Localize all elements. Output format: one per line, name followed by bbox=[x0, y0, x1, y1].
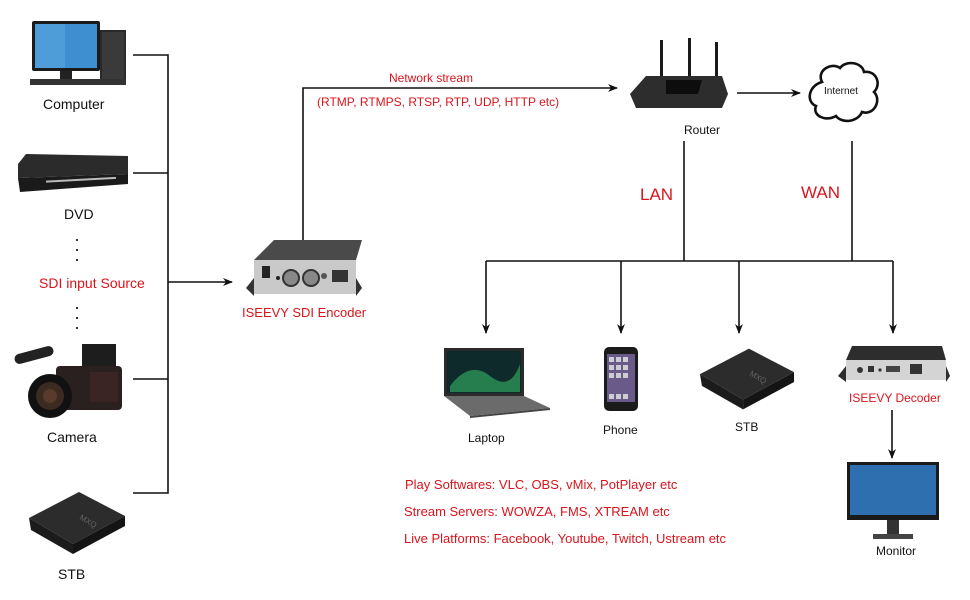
laptop-label: Laptop bbox=[468, 431, 505, 445]
client-stb-label: STB bbox=[735, 420, 759, 434]
phone-label: Phone bbox=[603, 423, 638, 437]
router-icon bbox=[630, 38, 728, 108]
source-bus bbox=[133, 54, 169, 494]
decoder-label: ISEEVY Decoder bbox=[849, 391, 941, 405]
router-label: Router bbox=[684, 123, 721, 137]
computer-label: Computer bbox=[43, 96, 105, 112]
internet-cloud-icon bbox=[808, 61, 879, 123]
encoder-label: ISEEVY SDI Encoder bbox=[242, 305, 367, 320]
client-set-top-box-icon: MXQ bbox=[699, 348, 795, 410]
camera-icon bbox=[14, 344, 122, 418]
network-stream-label: Network stream bbox=[389, 71, 474, 85]
phone-icon bbox=[604, 347, 638, 411]
more-sources-ellipsis-top: ··· bbox=[74, 229, 80, 269]
camera-label: Camera bbox=[47, 429, 97, 445]
lan-label: LAN bbox=[640, 185, 674, 204]
sdi-input-source-label: SDI input Source bbox=[39, 275, 145, 291]
note-play-softwares: Play Softwares: VLC, OBS, vMix, PotPlaye… bbox=[405, 477, 678, 492]
monitor-icon bbox=[847, 462, 939, 539]
dvd-label: DVD bbox=[64, 206, 94, 222]
dvd-player-icon bbox=[18, 154, 128, 192]
set-top-box-icon: MXQ bbox=[29, 492, 125, 554]
computer-icon bbox=[30, 21, 126, 85]
internet-label: Internet bbox=[824, 86, 858, 97]
note-stream-servers: Stream Servers: WOWZA, FMS, XTREAM etc bbox=[404, 504, 670, 519]
protocols-label: (RTMP, RTMPS, RTSP, RTP, UDP, HTTP etc) bbox=[317, 95, 560, 109]
encoder-to-router-arrow bbox=[302, 84, 618, 240]
more-sources-ellipsis-bottom: ··· bbox=[74, 297, 80, 337]
laptop-icon bbox=[444, 348, 550, 418]
wan-label: WAN bbox=[801, 183, 841, 202]
decoder-icon bbox=[838, 346, 950, 382]
source-stb-label: STB bbox=[58, 566, 86, 582]
monitor-label: Monitor bbox=[876, 544, 917, 558]
note-live-platforms: Live Platforms: Facebook, Youtube, Twitc… bbox=[404, 531, 727, 546]
sdi-encoder-icon bbox=[246, 240, 362, 296]
